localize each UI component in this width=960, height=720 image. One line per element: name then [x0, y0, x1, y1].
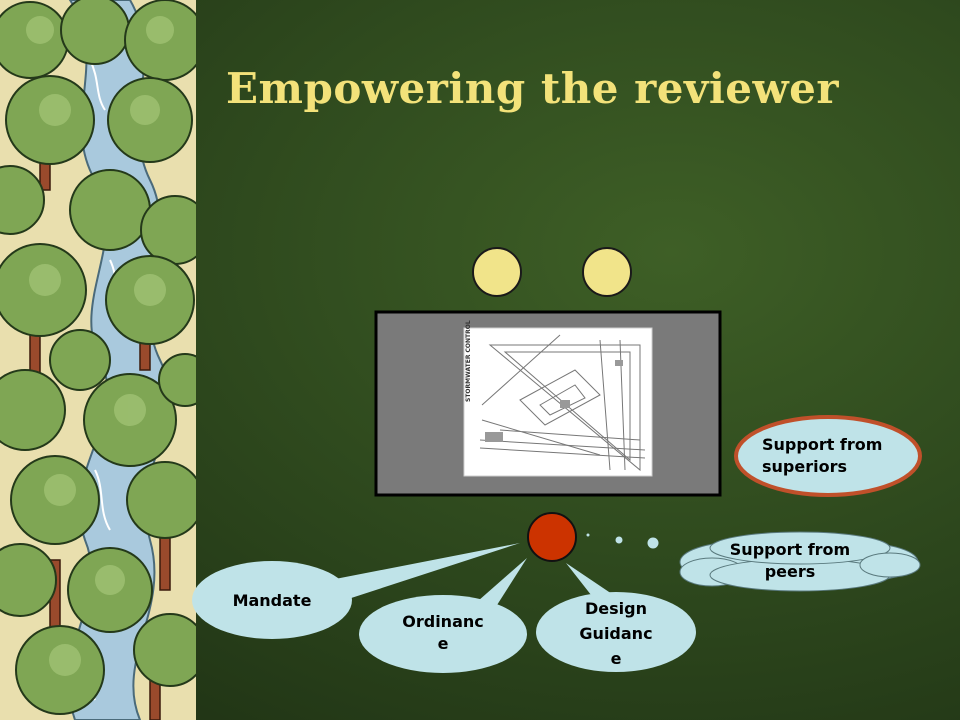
ordinance-bubble [359, 558, 527, 673]
ordinance-label: Ordinanc e [402, 612, 484, 653]
design-guidance-bubble [536, 563, 696, 672]
thought-dot [586, 533, 590, 537]
person-head-right [582, 247, 632, 297]
support-peers-label: Support from peers [729, 540, 851, 581]
mandate-bubble [192, 543, 520, 639]
support-peers-cloud [679, 531, 921, 592]
design-guidance-label: Design Guidanc e [579, 599, 653, 668]
trees-stream-illustration [0, 0, 196, 720]
mandate-label: Mandate [232, 591, 312, 610]
site-plan-sheet: STORMWATER CONTROL [463, 320, 653, 477]
support-superiors-label: Support from superiors [762, 435, 883, 476]
person-head-left [472, 247, 522, 297]
reviewer-head [527, 512, 577, 562]
thought-dot [647, 537, 659, 549]
thought-dot [615, 536, 623, 544]
support-superiors-bubble [734, 415, 922, 497]
slide-title: Empowering the reviewer [226, 64, 840, 113]
plan-sheet-label: STORMWATER CONTROL [465, 320, 472, 402]
